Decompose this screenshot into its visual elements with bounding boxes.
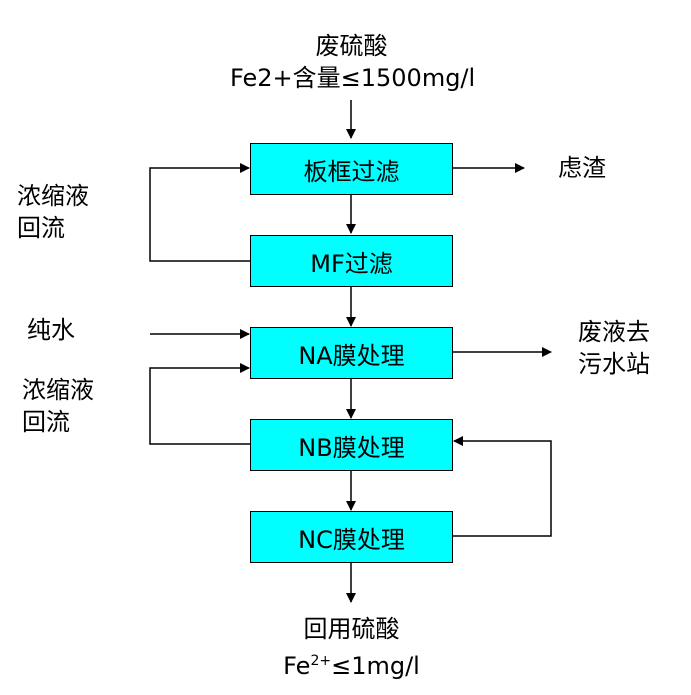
output-name: 回用硫酸 (303, 615, 400, 643)
pure-water-label: 纯水 (27, 316, 75, 344)
step-nb-membrane-label: NB膜处理 (298, 433, 405, 462)
output-spec-suffix: ≤1mg/l (331, 652, 420, 680)
output-spec-superscript: 2+ (310, 653, 332, 669)
output-spec-prefix: Fe (283, 652, 311, 680)
step-na-membrane-label: NA膜处理 (298, 341, 405, 370)
step-plate-filter-label: 板框过滤 (303, 157, 400, 186)
input-name: 废硫酸 (315, 32, 388, 60)
loop-nb-to-na (149, 363, 250, 445)
step-nc-membrane-label: NC膜处理 (298, 525, 405, 554)
output-spec: Fe2+≤1mg/l (250, 645, 453, 682)
waste-line2: 污水站 (578, 350, 650, 378)
loop-nc-to-nb (453, 436, 552, 537)
recycle-mid-label: 浓缩液 回流 (22, 374, 94, 438)
recycle-top-label: 浓缩液 回流 (17, 180, 89, 244)
recycle-mid-line2: 回流 (22, 408, 70, 436)
step-na-membrane: NA膜处理 (250, 327, 453, 379)
recycle-top-line1: 浓缩液 (17, 182, 89, 210)
recycle-mid-line1: 浓缩液 (22, 376, 94, 404)
loop-mf-to-filter (149, 163, 250, 262)
step-plate-filter: 板框过滤 (250, 143, 453, 195)
step-nb-membrane: NB膜处理 (250, 419, 453, 471)
input-spec: Fe2+含量≤1500mg/l (230, 64, 476, 92)
step-mf-filter-label: MF过滤 (310, 249, 393, 278)
step-nc-membrane: NC膜处理 (250, 511, 453, 563)
waste-line1: 废液去 (578, 318, 650, 346)
step-mf-filter: MF过滤 (250, 235, 453, 287)
input-label: 废硫酸 Fe2+含量≤1500mg/l (230, 30, 476, 94)
recycle-top-line2: 回流 (17, 214, 65, 242)
output-label: 回用硫酸 Fe2+≤1mg/l (250, 613, 453, 682)
residue-label: 虑渣 (558, 154, 606, 182)
waste-label: 废液去 污水站 (578, 316, 650, 380)
